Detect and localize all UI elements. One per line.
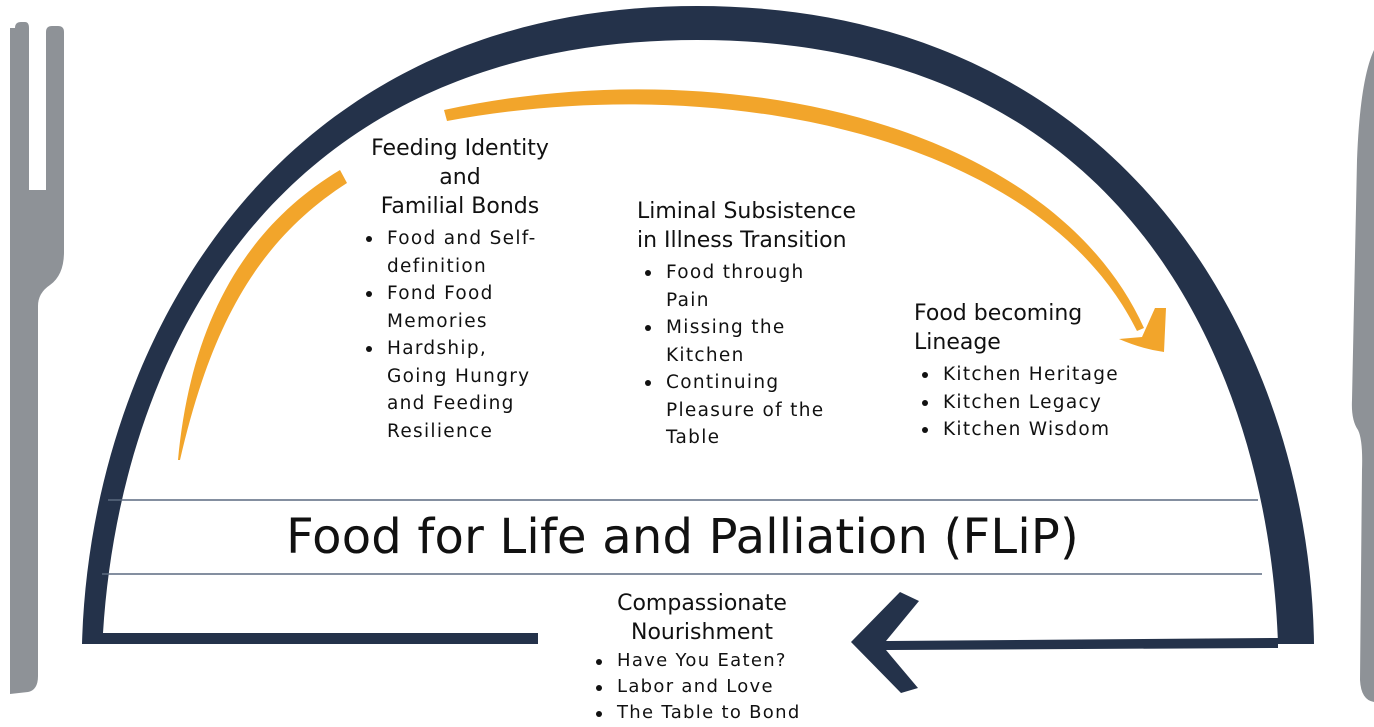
list-item: Kitchen Legacy [918, 389, 1154, 417]
list-item: Continuing Pleasure of the Table [641, 369, 826, 452]
theme-food-lineage: Food becoming Lineage Kitchen Heritage K… [914, 299, 1154, 444]
theme-heading: Feeding Identity and Familial Bonds [360, 134, 560, 221]
list-item: Fond Food Memories [362, 280, 547, 335]
heading-line: Nourishment [631, 620, 773, 645]
list-item: Food and Self-definition [362, 225, 547, 280]
list-item: Food through Pain [641, 259, 846, 314]
list-item: The Table to Bond [592, 700, 832, 726]
theme-feeding-identity: Feeding Identity and Familial Bonds Food… [360, 134, 575, 445]
list-item: Kitchen Heritage [918, 361, 1154, 389]
heading-line: Food becoming [914, 301, 1083, 326]
heading-line: Feeding Identity [371, 136, 549, 161]
theme-compassionate-nourishment: Compassionate Nourishment Have You Eaten… [592, 589, 832, 726]
chevron-left-icon [851, 592, 1278, 693]
heading-line: Liminal Subsistence [637, 199, 857, 224]
theme-liminal-subsistence: Liminal Subsistence in Illness Transitio… [637, 197, 887, 452]
theme-heading: Compassionate Nourishment [592, 589, 812, 647]
theme-list: Food through Pain Missing the Kitchen Co… [641, 259, 841, 452]
theme-list: Food and Self-definition Fond Food Memor… [362, 225, 575, 445]
heading-line: Lineage [914, 330, 1001, 355]
list-item: Missing the Kitchen [641, 314, 831, 369]
heading-line: Familial Bonds [380, 194, 540, 219]
heading-line: in Illness Transition [637, 228, 847, 253]
knife-icon [1351, 50, 1374, 702]
gold-arrow-head [1119, 308, 1166, 352]
theme-list: Kitchen Heritage Kitchen Legacy Kitchen … [918, 361, 1154, 444]
list-item: Labor and Love [592, 674, 832, 700]
list-item: Hardship, Going Hungry and Feeding Resil… [362, 335, 555, 445]
diagram-title: Food for Life and Palliation (FLiP) [286, 509, 1079, 565]
theme-list: Have You Eaten? Labor and Love The Table… [592, 648, 832, 726]
theme-heading: Food becoming Lineage [914, 299, 1154, 357]
list-item: Kitchen Wisdom [918, 416, 1154, 444]
fork-icon [10, 22, 64, 694]
list-item: Have You Eaten? [592, 648, 832, 674]
heading-line: and [439, 165, 481, 190]
heading-line: Compassionate [617, 591, 787, 616]
theme-heading: Liminal Subsistence in Illness Transitio… [637, 197, 887, 255]
